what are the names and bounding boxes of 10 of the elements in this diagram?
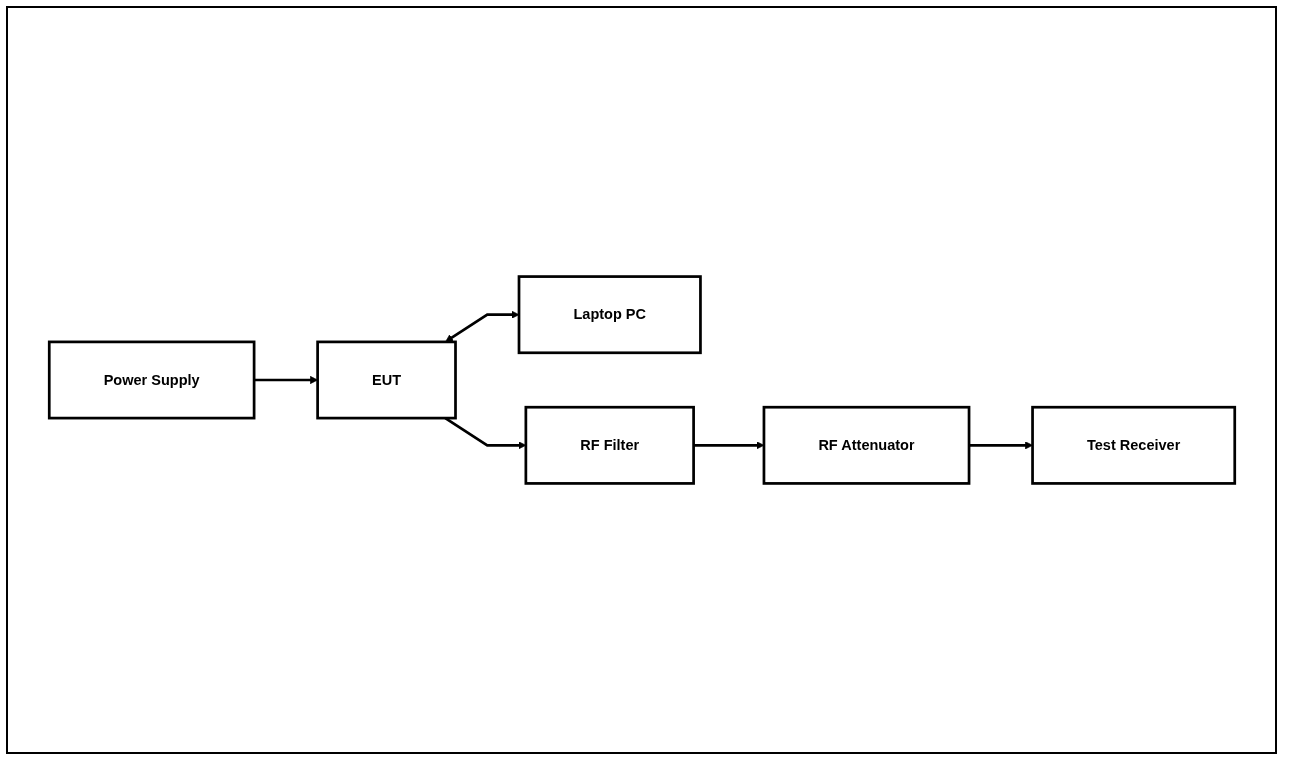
arrow (253, 376, 318, 384)
arrow (968, 441, 1033, 450)
node-box (47, 340, 255, 420)
node-box (762, 405, 970, 485)
node-box (315, 340, 457, 420)
node-box (1030, 405, 1236, 485)
diagram-frame: Laptop PC Power Supply EUT RF Filter RF Attenuator Test Receiver (6, 6, 1277, 754)
node-box (524, 405, 695, 485)
node-box (517, 275, 702, 355)
arrow (693, 441, 764, 450)
